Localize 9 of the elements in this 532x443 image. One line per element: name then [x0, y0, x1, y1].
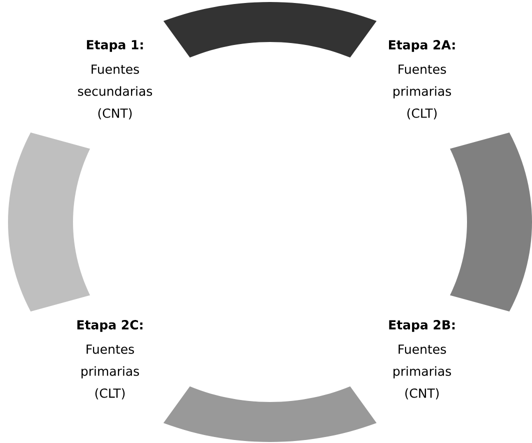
- stage-description: Fuentes primarias (CLT): [82, 344, 139, 400]
- arc-segment: [8, 132, 90, 312]
- arc-segment: [163, 2, 377, 58]
- arc-segment: [163, 386, 377, 442]
- stage-heading: Etapa 2A:: [389, 40, 455, 52]
- stage-description: Fuentes secundarias (CNT): [78, 64, 152, 120]
- stage-description: Fuentes primarias (CNT): [394, 344, 451, 400]
- arc-segment: [450, 132, 532, 312]
- stage-description: Fuentes primarias (CLT): [394, 64, 451, 120]
